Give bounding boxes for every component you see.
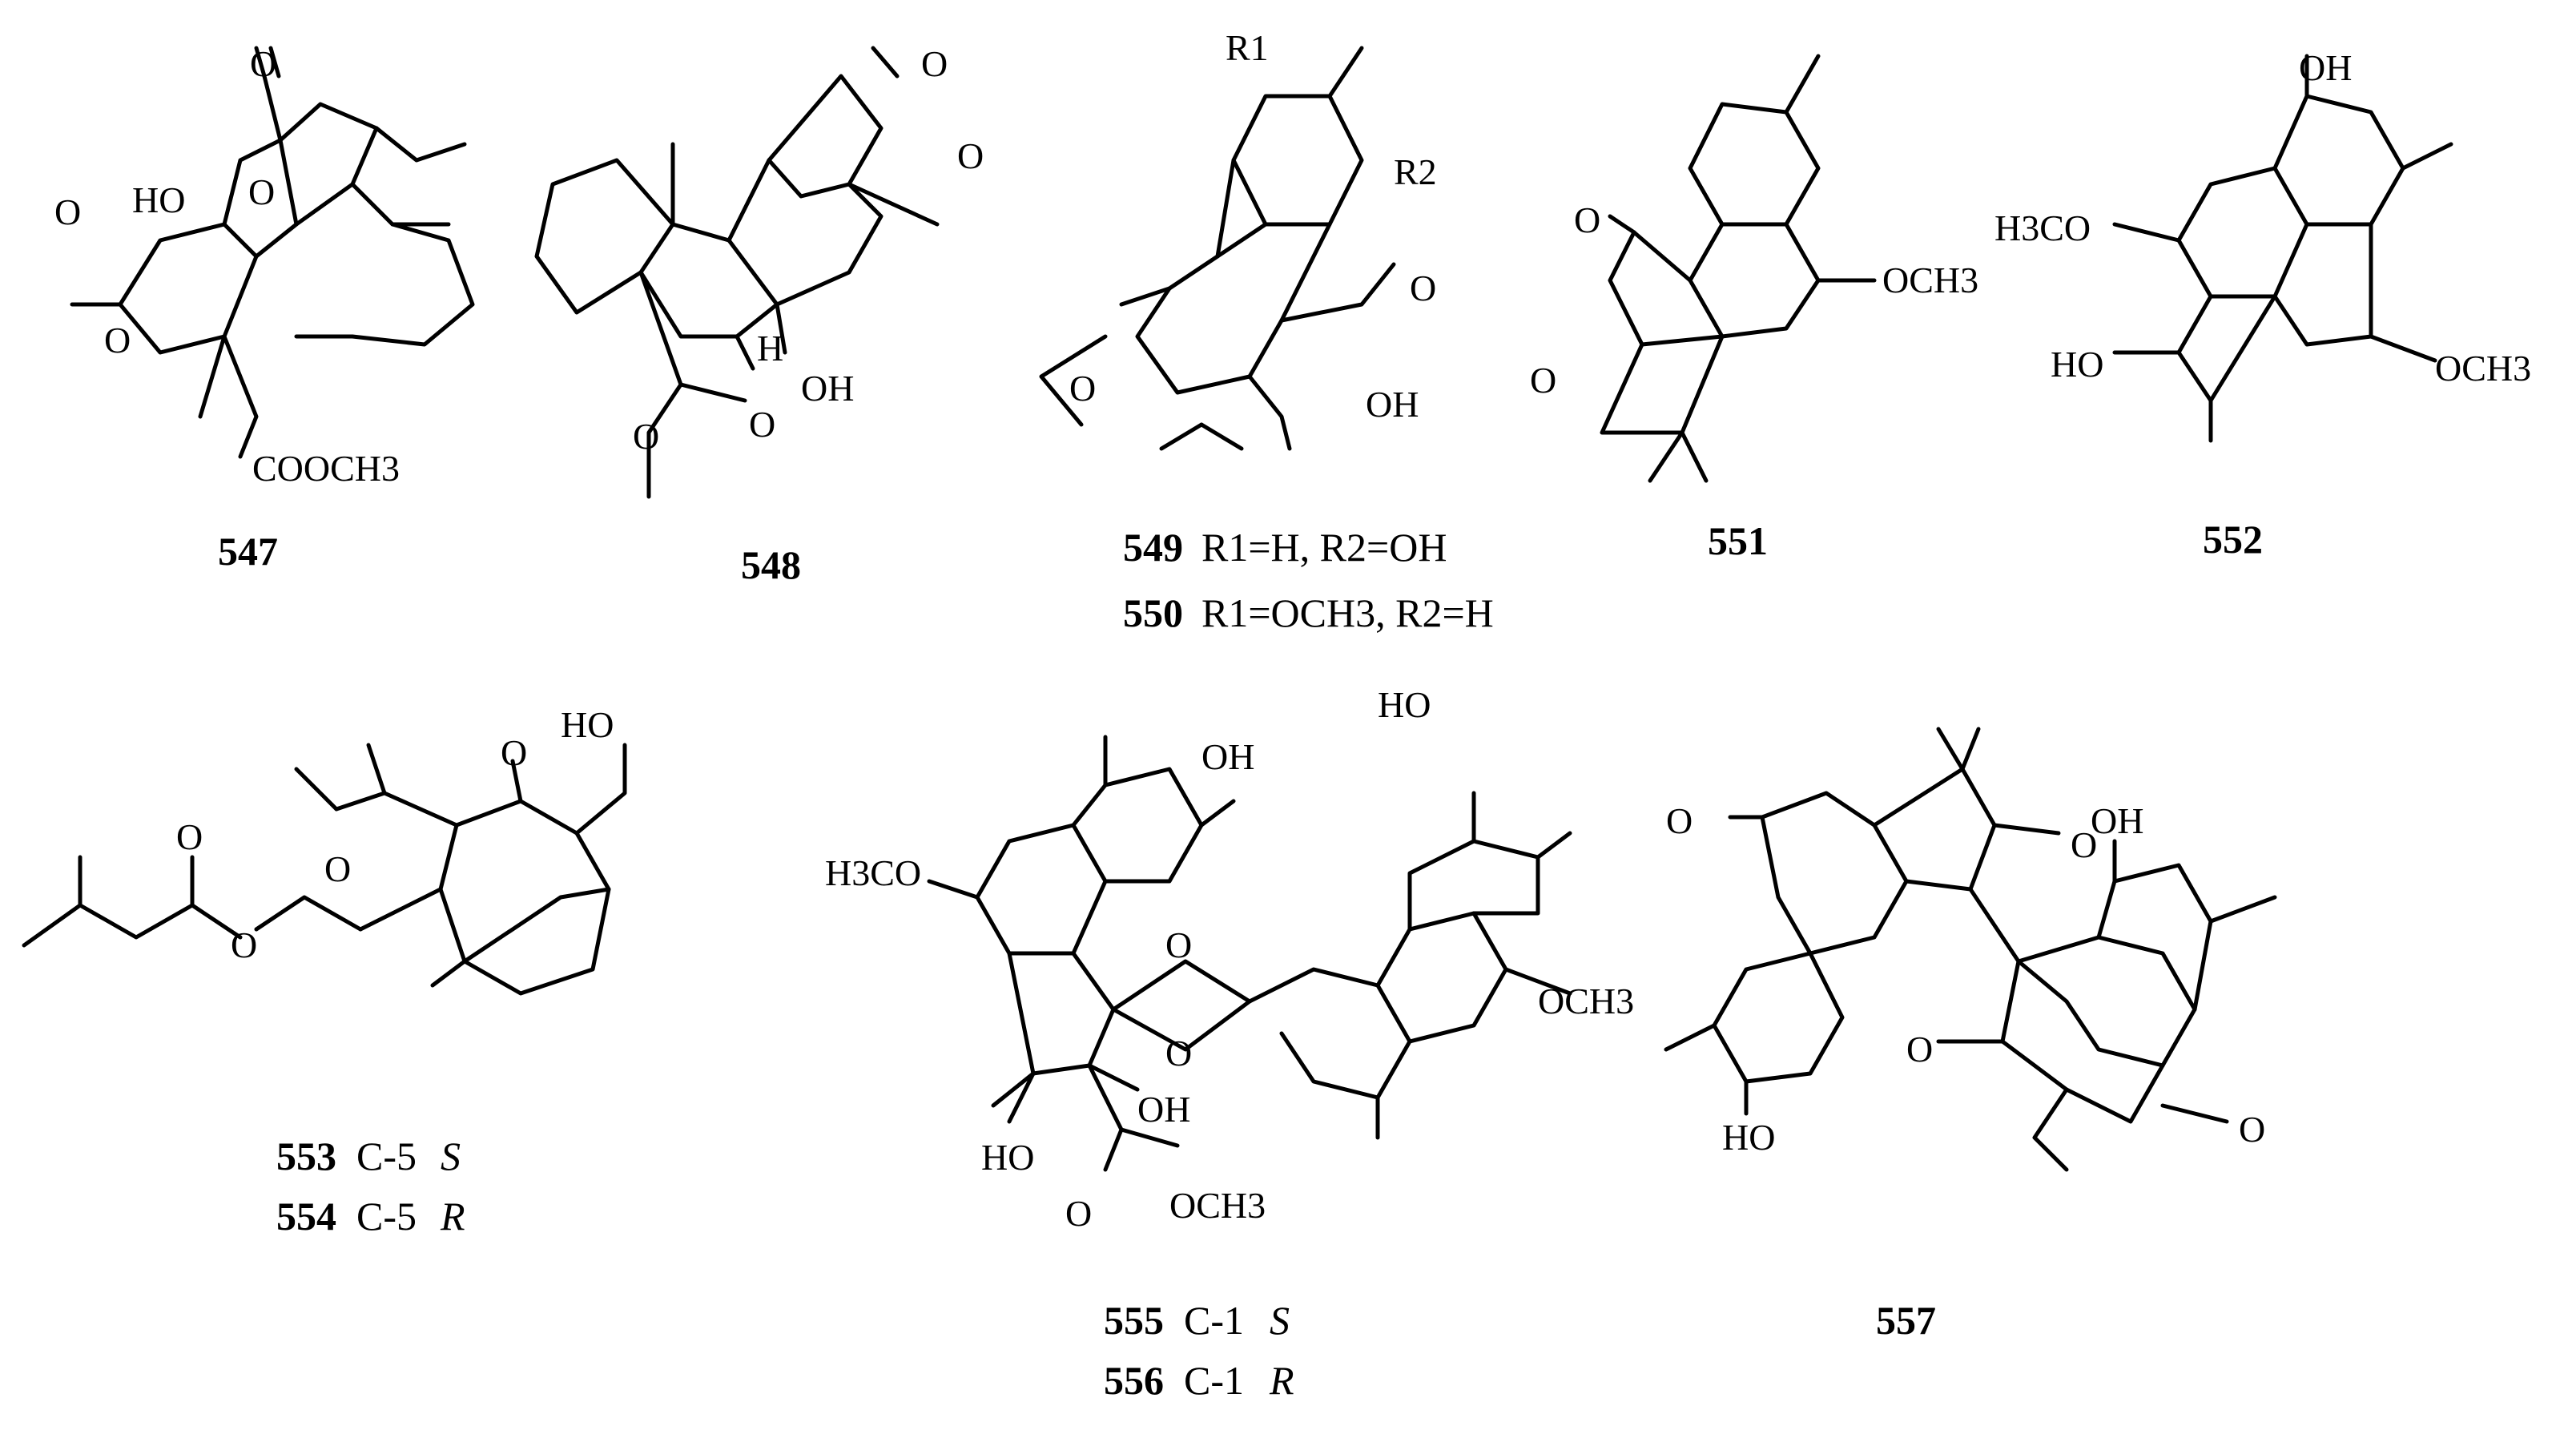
compound-descriptor: C-5 [356, 1134, 417, 1178]
compound-number: 557 [1876, 1298, 1936, 1343]
atom-label: O [2239, 1109, 2265, 1150]
compound-number: 555 [1104, 1298, 1164, 1343]
atom-label: O [957, 135, 984, 176]
atom-label: OCH3 [1169, 1185, 1266, 1226]
atom-label: HO [1378, 684, 1431, 725]
atom-label: O [1069, 368, 1096, 409]
atom-label: COOCH3 [252, 448, 400, 489]
atom-label: R1 [1226, 27, 1269, 68]
compound-number: 556 [1104, 1358, 1164, 1403]
atom-label: O [1530, 360, 1556, 401]
structure-557: O O OH O HO O 557 [1664, 727, 2277, 1343]
atom-label: O [1165, 1033, 1192, 1074]
atom-label: O [1410, 268, 1436, 308]
structure-547: O O O O HO COOCH3 547 [54, 43, 475, 574]
compound-number: 550 [1123, 590, 1183, 635]
atom-label: H [757, 328, 783, 369]
atom-label: OH [2299, 47, 2352, 88]
atom-label: O [1574, 199, 1600, 240]
compound-number: 548 [741, 542, 801, 587]
compound-number: 553 [276, 1134, 336, 1178]
compound-descriptor: C-5 [356, 1194, 417, 1239]
atom-label: O [324, 848, 351, 889]
atom-label: OCH3 [2435, 348, 2531, 389]
atom-label: OH [2091, 800, 2143, 841]
atom-label: HO [981, 1137, 1034, 1178]
atom-label: H3CO [825, 852, 921, 893]
atom-label: O [104, 320, 131, 361]
atom-label: O [250, 43, 276, 84]
compound-substituents: R1=OCH3, R2=H [1201, 590, 1494, 635]
stereo-descriptor: R [440, 1194, 465, 1239]
atom-label: HO [2051, 344, 2103, 385]
atom-label: OH [1201, 736, 1254, 777]
compound-substituents: R1=H, R2=OH [1201, 525, 1447, 570]
structure-551: O O OCH3 551 [1530, 54, 1978, 563]
compound-descriptor: C-1 [1184, 1358, 1244, 1403]
compound-number: 552 [2203, 517, 2263, 562]
stereo-descriptor: R [1269, 1358, 1294, 1403]
structure-549-550: R1 R2 O O OH 549 R1=H, R2=OH 550 R1=OCH3… [1039, 27, 1494, 635]
compound-number: 547 [218, 529, 278, 574]
atom-label: O [231, 924, 257, 965]
atom-label: OCH3 [1538, 981, 1634, 1021]
atom-label: HO [132, 179, 185, 220]
atom-label: OH [1366, 384, 1419, 425]
atom-label: OH [1137, 1089, 1190, 1130]
stereo-descriptor: S [441, 1134, 461, 1178]
atom-label: O [501, 732, 527, 773]
structure-553-554: O O O O HO 553 C-5 S 554 C-5 R [22, 704, 627, 1239]
atom-label: O [749, 404, 775, 445]
stereo-descriptor: S [1270, 1298, 1290, 1343]
atom-label: O [54, 191, 81, 232]
atom-label: R2 [1394, 151, 1437, 192]
compound-number: 551 [1708, 518, 1768, 563]
atom-label: HO [1722, 1117, 1775, 1158]
structure-552: OH H3CO HO OCH3 552 [1994, 47, 2531, 562]
atom-label: O [633, 416, 659, 457]
atom-label: O [1065, 1193, 1092, 1234]
compound-number: 549 [1123, 525, 1183, 570]
atom-label: O [176, 816, 203, 857]
compound-descriptor: C-1 [1184, 1298, 1244, 1343]
atom-label: O [1906, 1029, 1933, 1069]
atom-label: O [1666, 800, 1693, 841]
atom-label: H3CO [1994, 207, 2091, 248]
compound-number: 554 [276, 1194, 336, 1239]
atom-label: HO [561, 704, 614, 745]
atom-label: OCH3 [1882, 260, 1978, 300]
atom-label: OH [801, 368, 854, 409]
atom-label: O [921, 43, 948, 84]
structure-555-556: OH HO H3CO O O OCH3 OH HO O OCH3 555 C-1… [825, 684, 1634, 1403]
atom-label: O [248, 171, 275, 212]
atom-label: O [2071, 824, 2097, 865]
atom-label: O [1165, 924, 1192, 965]
structure-548: O O O O H OH 548 [534, 43, 984, 587]
